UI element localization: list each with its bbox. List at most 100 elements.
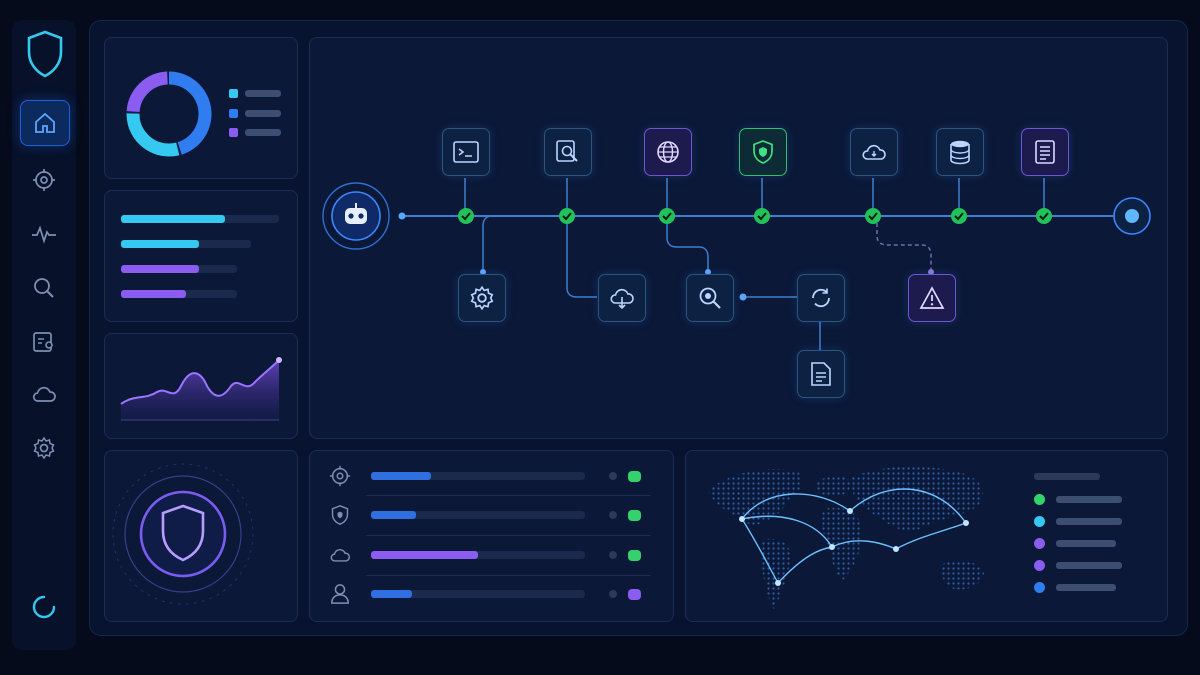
trend-area-chart <box>120 357 282 421</box>
pipeline-node-download[interactable] <box>598 274 646 322</box>
legend-dot <box>1034 582 1045 593</box>
legend-placeholder <box>1056 518 1122 525</box>
shield-icon <box>331 505 349 525</box>
sidebar-item-cloud[interactable] <box>20 372 68 416</box>
legend-placeholder <box>245 110 281 117</box>
pipeline-node-protection[interactable] <box>739 128 787 176</box>
progress-fill <box>121 290 186 298</box>
activity-icon <box>32 225 56 244</box>
list-item[interactable] <box>310 497 673 533</box>
pipeline-node-cloud[interactable] <box>850 128 898 176</box>
pipeline-node-alert[interactable] <box>908 274 956 322</box>
progress-bar <box>121 290 237 298</box>
status-badge <box>628 550 641 561</box>
progress-bar <box>121 265 237 273</box>
resource-fill <box>371 511 416 519</box>
check-icon <box>754 208 770 224</box>
status-dot-inactive <box>609 511 617 519</box>
resource-fill <box>371 590 412 598</box>
sidebar-item-targets[interactable] <box>20 158 68 202</box>
list-item[interactable] <box>310 577 673 613</box>
world-map <box>708 466 984 609</box>
donut-chart <box>126 71 212 157</box>
shield-check-icon <box>753 140 773 164</box>
pipeline-panel <box>309 37 1168 439</box>
pipeline-connectors <box>398 178 1132 350</box>
pipeline-node-log[interactable] <box>797 350 845 398</box>
pipeline-node-database[interactable] <box>936 128 984 176</box>
gear-icon <box>470 285 494 311</box>
legend-placeholder <box>1056 562 1122 569</box>
resource-list <box>309 450 674 622</box>
resource-fill <box>371 472 431 480</box>
legend-dot <box>1034 560 1045 571</box>
cloud-icon <box>330 548 351 562</box>
gear-icon <box>33 436 55 460</box>
donut-segment <box>126 71 212 157</box>
sidebar-item-logs[interactable] <box>20 320 68 364</box>
home-icon <box>35 112 55 133</box>
check-icon <box>865 208 881 224</box>
list-item[interactable] <box>310 537 673 573</box>
legend-placeholder <box>1056 584 1116 591</box>
document-search-icon <box>33 332 53 352</box>
sidebar-item-settings[interactable] <box>20 426 68 470</box>
document-icon <box>1035 140 1055 164</box>
status-dot-inactive <box>609 551 617 559</box>
resource-bar <box>371 472 585 480</box>
sidebar <box>12 20 76 650</box>
divider <box>366 575 651 576</box>
check-icon <box>659 208 675 224</box>
pipeline-node-report[interactable] <box>1021 128 1069 176</box>
legend-placeholder <box>1056 540 1116 547</box>
file-search-icon <box>556 140 578 162</box>
status-dot-inactive <box>609 590 617 598</box>
check-icon <box>559 208 575 224</box>
legend-dot <box>1034 516 1045 527</box>
sidebar-item-search[interactable] <box>20 266 68 310</box>
target-icon <box>329 465 351 487</box>
pipeline-node-sync[interactable] <box>797 274 845 322</box>
legend-header <box>1034 473 1100 480</box>
progress-fill <box>121 240 199 248</box>
document-icon <box>811 362 831 386</box>
legend-dot <box>1034 494 1045 505</box>
divider <box>366 535 651 536</box>
check-icon <box>1036 208 1052 224</box>
legend-placeholder <box>1056 496 1122 503</box>
warning-icon <box>919 286 945 309</box>
pipeline-node-config[interactable] <box>458 274 506 322</box>
pipeline-node-file-scan[interactable] <box>544 128 592 176</box>
progress-card <box>104 190 298 322</box>
refresh-icon <box>812 288 830 308</box>
list-item[interactable] <box>310 457 673 493</box>
divider <box>366 495 651 496</box>
sidebar-item-activity[interactable] <box>20 212 68 256</box>
legend-placeholder <box>245 129 281 136</box>
status-badge <box>628 510 641 521</box>
cloud-icon <box>862 144 886 160</box>
target-dot-icon <box>1113 197 1151 235</box>
trend-card <box>104 333 298 439</box>
cloud-download-icon <box>610 288 634 310</box>
legend-swatch <box>229 89 238 98</box>
pipeline-node-terminal[interactable] <box>442 128 490 176</box>
status-badge <box>628 589 641 600</box>
status-badge <box>628 471 641 482</box>
shield-icon <box>27 30 63 78</box>
legend-placeholder <box>245 90 281 97</box>
pipeline-node-inspect[interactable] <box>686 274 734 322</box>
resource-fill <box>371 551 478 559</box>
progress-bar <box>121 215 279 223</box>
search-icon <box>699 287 721 309</box>
pipeline-node-network[interactable] <box>644 128 692 176</box>
database-icon <box>950 140 970 165</box>
legend-swatch <box>229 109 238 118</box>
status-dot-inactive <box>609 472 617 480</box>
resource-bar <box>371 590 585 598</box>
robot-icon <box>322 182 390 250</box>
resource-bar <box>371 551 585 559</box>
donut-segment <box>126 71 212 157</box>
sidebar-item-home[interactable] <box>20 100 70 146</box>
check-icon <box>951 208 967 224</box>
